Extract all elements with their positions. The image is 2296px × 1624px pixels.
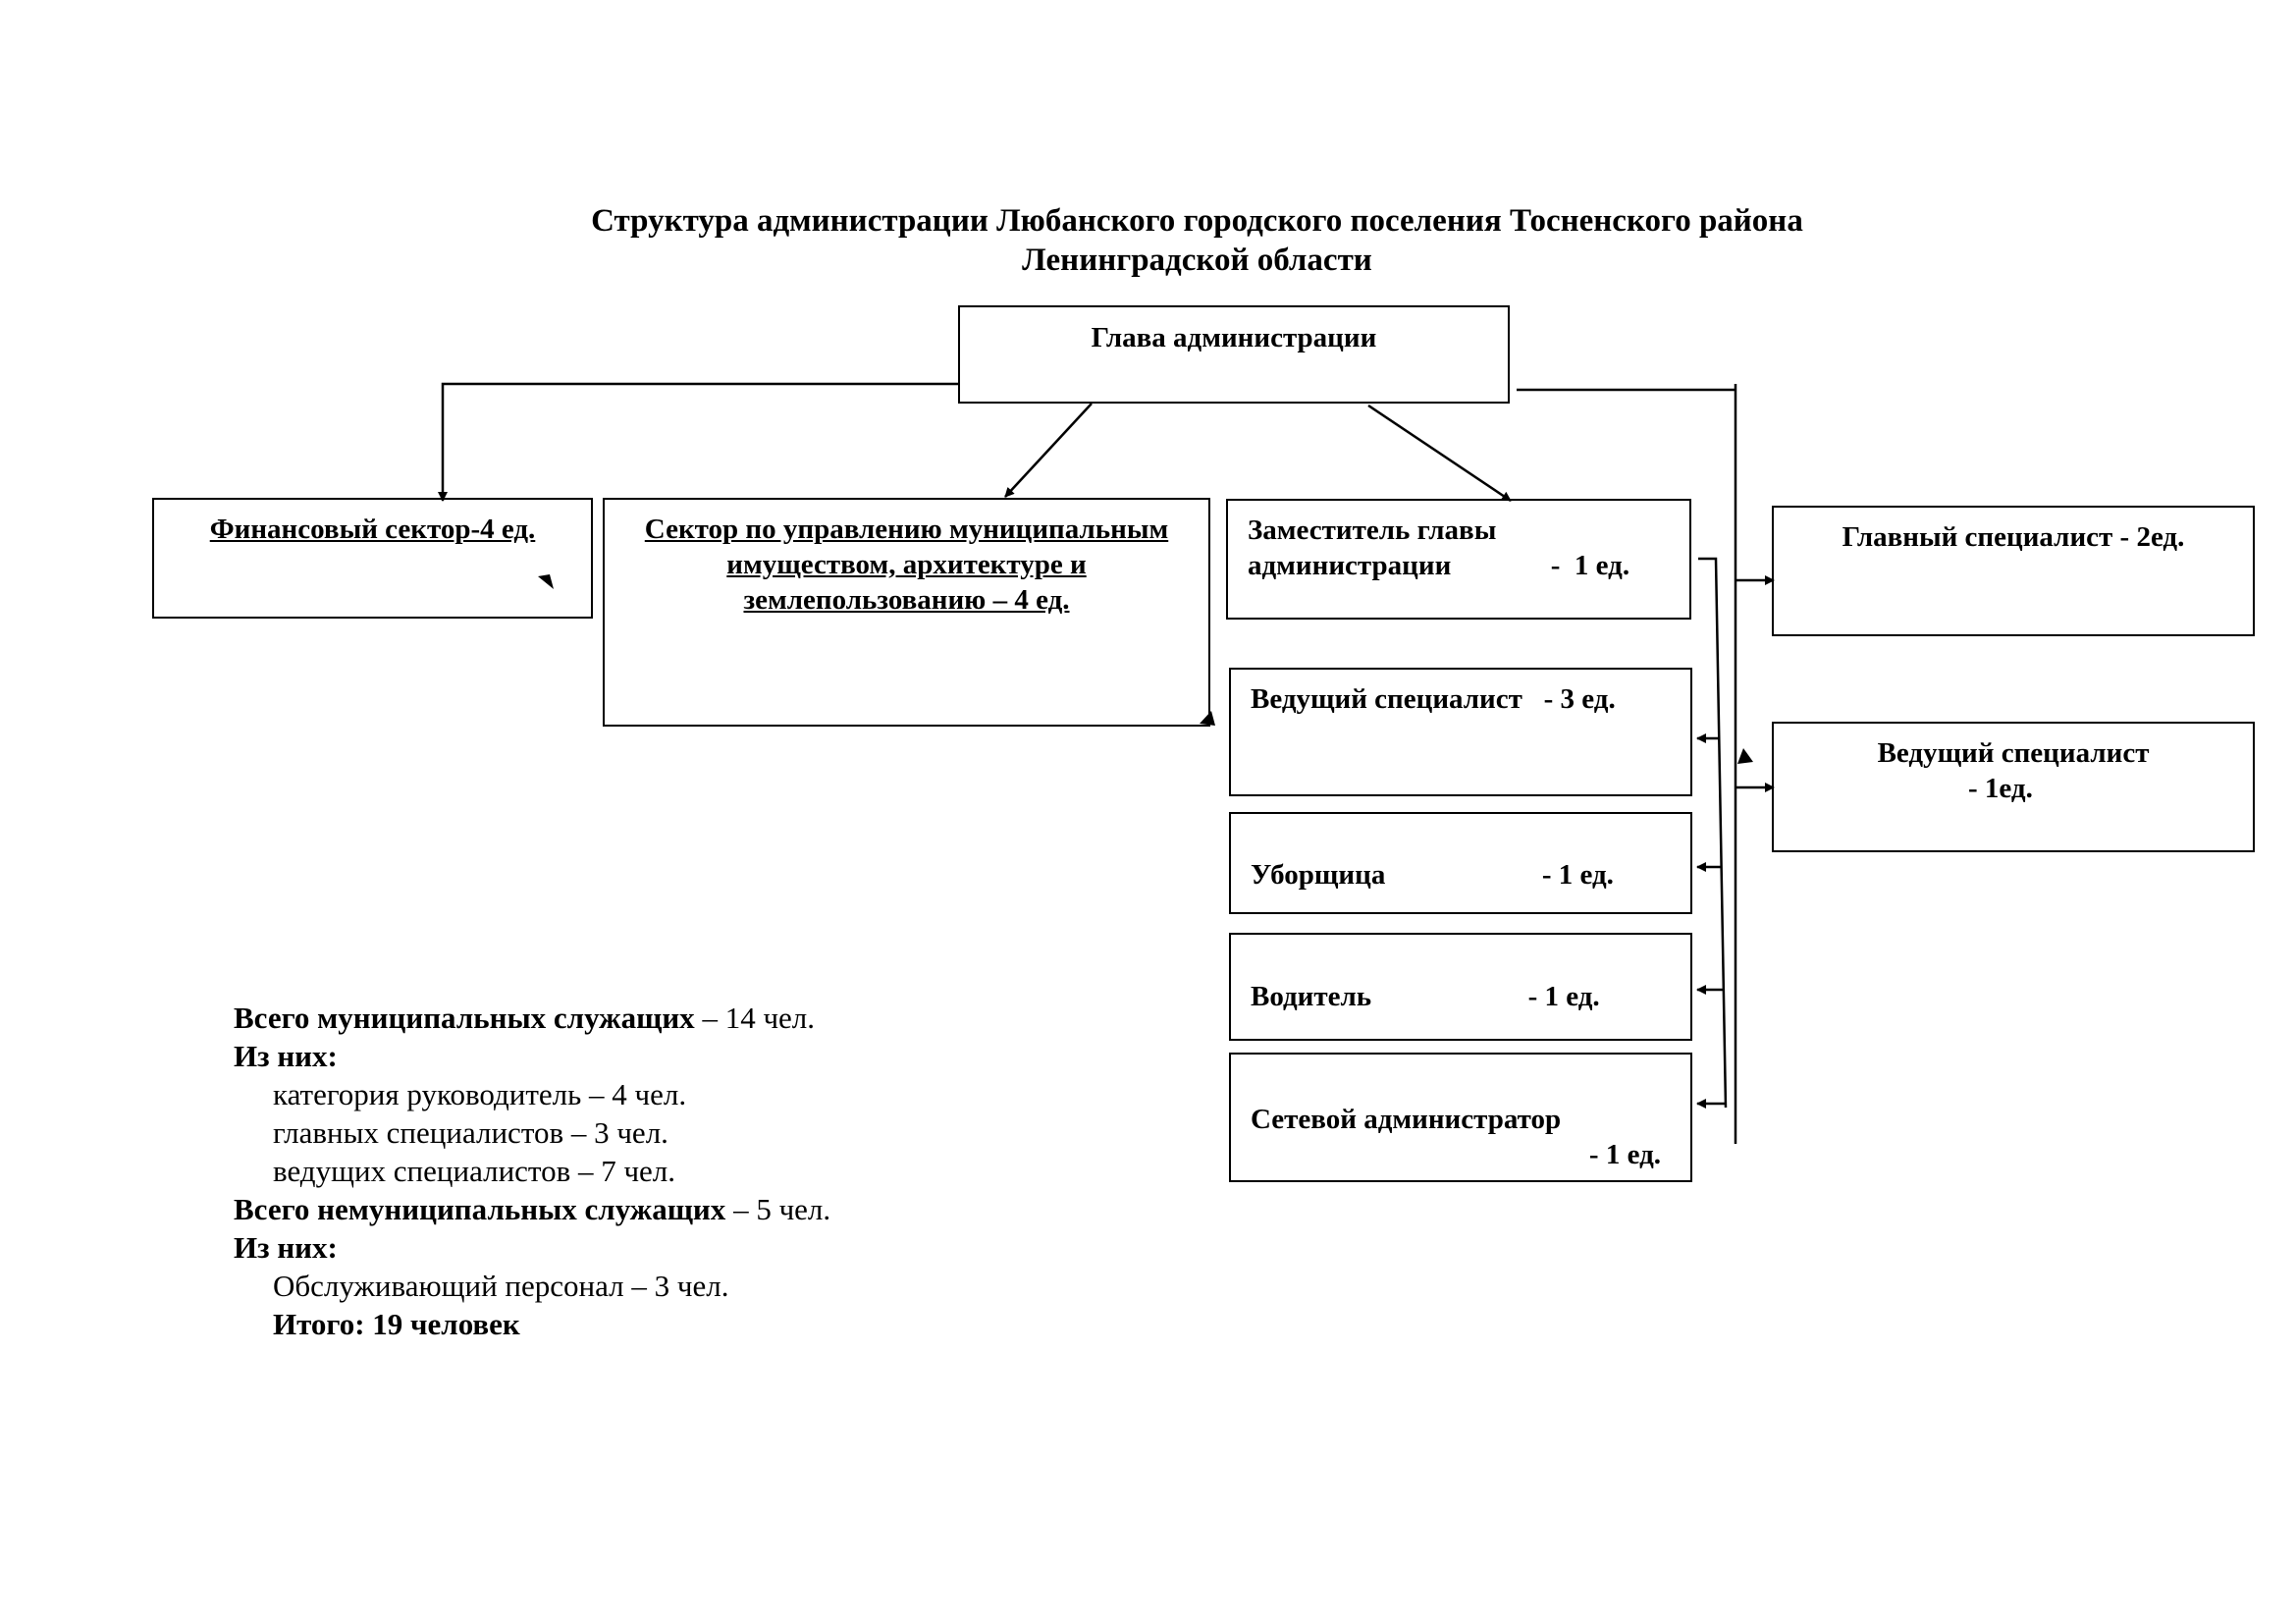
box-lead-specialist-1: Ведущий специалист - 1ед. bbox=[1772, 722, 2255, 852]
box-chief-label: Главный специалист - 2ед. bbox=[1842, 521, 2185, 553]
box-deputy-line1: Заместитель главы bbox=[1248, 514, 1497, 546]
box-property-sector: Сектор по управлению муниципальным имуще… bbox=[603, 498, 1210, 727]
box-driver: Водитель - 1 ед. bbox=[1229, 933, 1692, 1041]
summary-total: Итого: 19 человек bbox=[273, 1307, 520, 1341]
summary-service: Обслуживающий персонал – 3 чел. bbox=[273, 1269, 729, 1303]
summary-cat-chief: главных специалистов – 3 чел. bbox=[273, 1115, 668, 1150]
summary-municipal-label: Всего муниципальных служащих bbox=[234, 1001, 695, 1035]
box-netadmin-line1: Сетевой администратор bbox=[1251, 1104, 1562, 1135]
box-property-label: Сектор по управлению муниципальным имуще… bbox=[644, 514, 1169, 616]
box-head-of-administration: Глава администрации bbox=[958, 305, 1510, 404]
box-head-label: Глава администрации bbox=[1091, 322, 1377, 353]
box-chief-specialist: Главный специалист - 2ед. bbox=[1772, 506, 2255, 636]
stray-arrow-bus bbox=[1737, 748, 1753, 764]
box-driver-label: Водитель - 1 ед. bbox=[1251, 981, 1600, 1012]
connector-head-finance bbox=[438, 382, 958, 502]
diagram-title: Структура администрации Любанского город… bbox=[0, 201, 2296, 280]
summary-cat-lead: ведущих специалистов – 7 чел. bbox=[273, 1154, 676, 1188]
summary-nonmunicipal-value: – 5 чел. bbox=[725, 1192, 831, 1226]
box-cleaner: Уборщица - 1 ед. bbox=[1229, 812, 1692, 914]
box-finance-sector: Финансовый сектор-4 ед. bbox=[152, 498, 593, 619]
summary-cat-heads: категория руководитель – 4 чел. bbox=[273, 1077, 687, 1111]
box-lead1-line1: Ведущий специалист bbox=[1877, 737, 2150, 769]
box-lead3-label: Ведущий специалист - 3 ед. bbox=[1251, 683, 1616, 715]
summary-municipal: Всего муниципальных служащих – 14 чел. bbox=[234, 999, 830, 1037]
box-finance-label: Финансовый сектор-4 ед. bbox=[209, 514, 536, 545]
summary-nonmunicipal-label: Всего немуниципальных служащих bbox=[234, 1192, 726, 1226]
deputy-bus bbox=[1698, 557, 1728, 1109]
summary-nonmunicipal: Всего немуниципальных служащих – 5 чел. bbox=[234, 1190, 830, 1228]
connector-head-deputy bbox=[1367, 404, 1512, 503]
box-deputy-head: Заместитель главы администрации - 1 ед. bbox=[1226, 499, 1691, 620]
summary-municipal-value: – 14 чел. bbox=[694, 1001, 816, 1035]
summary-of-them-2: Из них: bbox=[234, 1230, 338, 1265]
box-netadmin-line2: - 1 ед. bbox=[1588, 1139, 1661, 1170]
box-cleaner-label: Уборщица - 1 ед. bbox=[1251, 859, 1614, 891]
title-line-1: Структура администрации Любанского город… bbox=[591, 203, 1803, 239]
box-lead-specialist-3: Ведущий специалист - 3 ед. bbox=[1229, 668, 1692, 796]
box-deputy-line2: администрации - 1 ед. bbox=[1248, 550, 1630, 581]
stray-arrow-finance bbox=[538, 574, 554, 589]
connector-head-property bbox=[1004, 403, 1093, 498]
summary-of-them-1: Из них: bbox=[234, 1039, 338, 1073]
box-lead1-line2: - 1ед. bbox=[1968, 773, 2033, 804]
title-line-2: Ленинградской области bbox=[1022, 243, 1372, 278]
stray-arrow-property bbox=[1200, 711, 1215, 726]
box-network-administrator: Сетевой администратор - 1 ед. bbox=[1229, 1053, 1692, 1182]
staff-summary: Всего муниципальных служащих – 14 чел. И… bbox=[234, 999, 830, 1343]
